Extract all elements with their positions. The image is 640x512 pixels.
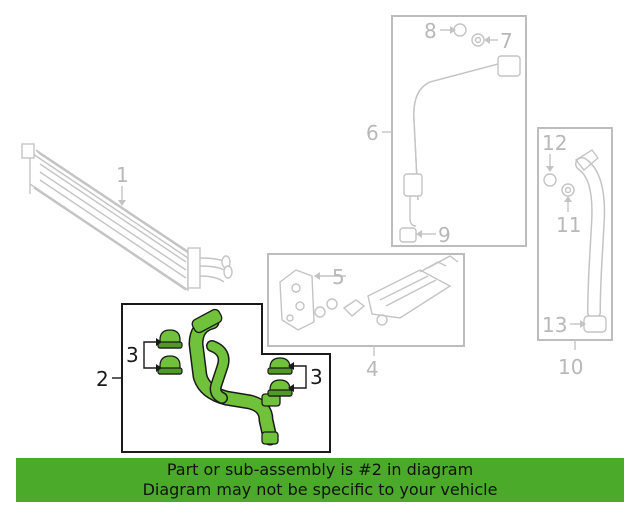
- part-3-clamps-left: [143, 329, 183, 375]
- part-2-hose-assembly: [188, 308, 281, 446]
- callout-5: 5: [332, 265, 345, 289]
- callout-12: 12: [542, 131, 567, 155]
- callout-4: 4: [366, 357, 379, 381]
- callout-6: 6: [366, 121, 379, 145]
- callout-10: 10: [558, 355, 583, 379]
- callout-9: 9: [438, 223, 451, 247]
- banner-line-1: Part or sub-assembly is #2 in diagram: [166, 460, 474, 479]
- part-4-group-box: [267, 253, 465, 347]
- banner-line-2: Diagram may not be specific to your vehi…: [142, 480, 498, 499]
- part-6-tube: [382, 23, 521, 243]
- callout-11: 11: [556, 213, 581, 237]
- callout-3-right: 3: [310, 365, 323, 389]
- part-4-housing: [279, 255, 459, 356]
- callout-2: 2: [96, 367, 109, 391]
- callout-13: 13: [542, 313, 567, 337]
- info-banner: Part or sub-assembly is #2 in diagram Di…: [16, 458, 624, 502]
- callout-1: 1: [116, 163, 129, 187]
- part-3-clamps-right: [267, 357, 307, 397]
- callout-7: 7: [500, 29, 513, 53]
- callout-3-left: 3: [126, 343, 139, 367]
- part-1-cooler-core: [21, 143, 233, 292]
- part-10-hose: [543, 149, 607, 350]
- part-6-group-box: [391, 15, 527, 247]
- callout-8: 8: [424, 19, 437, 43]
